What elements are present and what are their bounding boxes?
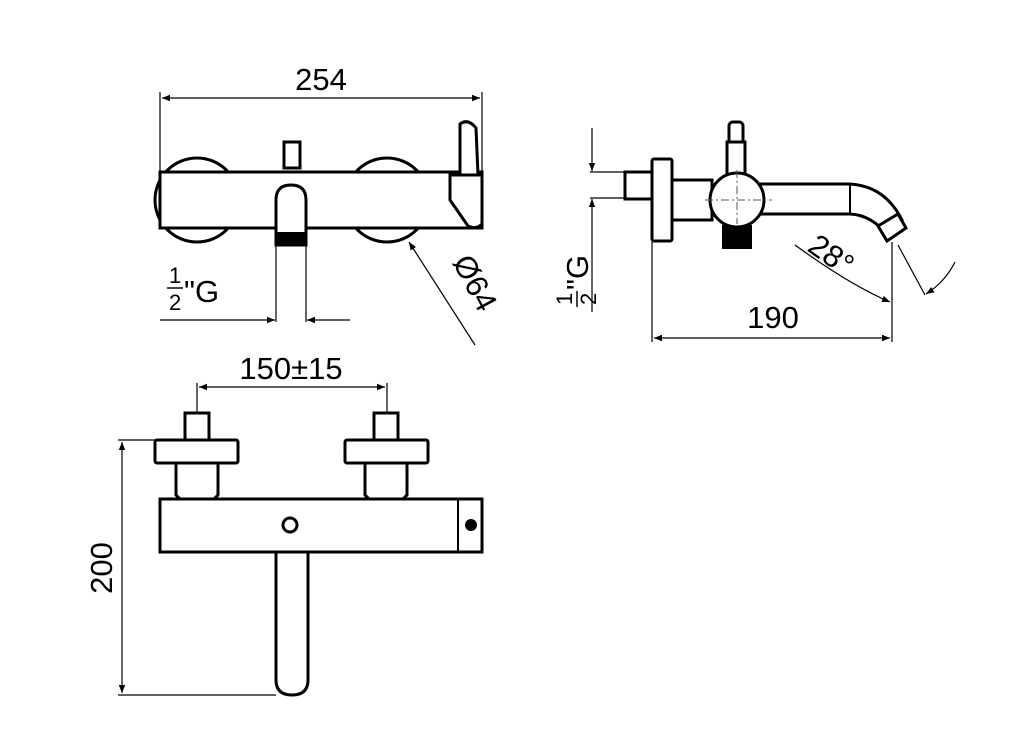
outlet-aerator [722,225,752,249]
left-inlet-stem [183,411,211,442]
svg-text:2: 2 [169,290,181,315]
left-cover [153,438,240,465]
lever-pivot [465,519,477,531]
inlet-pipe [623,170,655,201]
inlet-thread-label: 1 2 "G [167,263,219,315]
svg-text:"G: "G [560,255,595,290]
lever-base [448,173,484,230]
svg-text:2: 2 [576,293,601,305]
center-distance-label: 150±15 [239,351,342,386]
diverter-hole [281,516,299,534]
svg-text:1: 1 [552,293,577,305]
top-view: 150±15 200 [84,351,484,697]
width-dimension-label: 254 [295,62,347,97]
front-view: 254 1 2 "G Ø64 [153,62,504,346]
wall-flange [650,157,674,243]
angle-arc [794,244,891,303]
height-label: 200 [84,542,119,594]
spout-top [274,550,310,697]
side-thread-label: 1 2 "G [552,255,601,307]
diameter-label: Ø64 [446,249,504,317]
diameter-leader [408,241,476,346]
side-view: 1 2 "G 190 28° [552,120,956,342]
spout-outlet [276,232,306,246]
mixer-body [158,170,484,230]
lever-handle [458,120,480,177]
right-cover [343,438,430,465]
right-inlet-stem [372,411,400,442]
angle-label: 28° [802,227,860,283]
diverter-knob [282,140,302,170]
svg-text:1: 1 [169,263,181,288]
svg-text:"G: "G [184,274,219,309]
spout-tip [875,211,908,244]
mixer-body-top [158,497,484,554]
projection-label: 190 [747,300,799,335]
spout [274,183,308,247]
